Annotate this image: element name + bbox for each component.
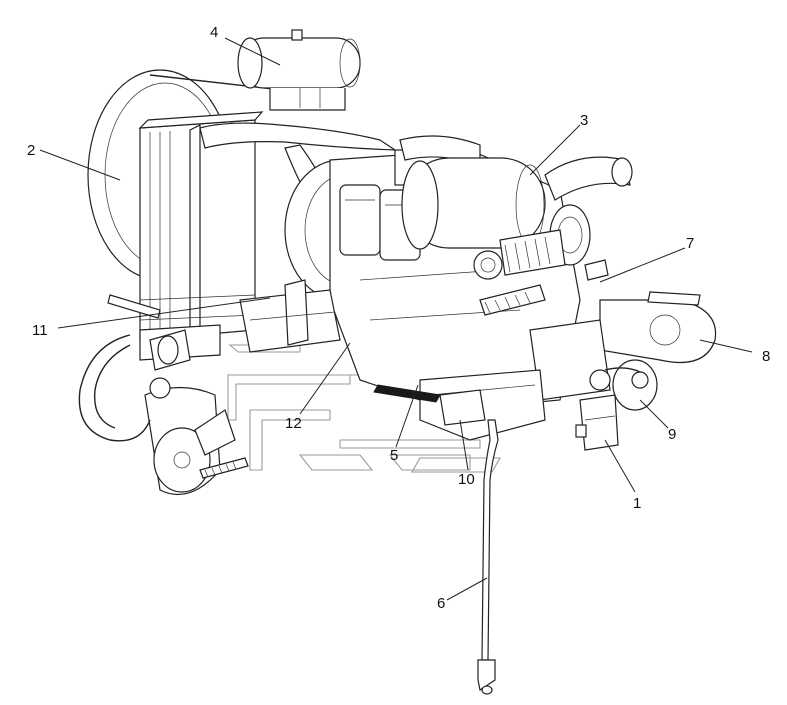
belt-tensioner [589,359,658,411]
turbo-assembly [473,204,609,316]
callout-11: 11 [32,322,48,339]
air-tank [237,29,361,111]
callout-5: 5 [390,447,398,464]
callout-8: 8 [762,348,770,365]
radiator [138,111,264,361]
callout-10: 10 [458,471,475,488]
leader-lines [39,37,753,601]
callout-12: 12 [285,415,302,432]
dipstick [373,384,441,403]
callout-4: 4 [210,24,218,41]
left-belt [78,334,151,442]
upper-hose [199,122,398,201]
callout-9: 9 [668,426,676,443]
callout-6: 6 [437,595,445,612]
callout-labels: 4 2 3 7 11 8 9 12 5 10 1 6 [27,24,770,612]
watermark [227,344,501,473]
air-filter [401,156,633,250]
callout-3: 3 [580,112,588,129]
left-pulley-assembly [144,329,249,496]
engine-base [419,369,546,441]
callout-2: 2 [27,142,35,159]
drain-tube [477,419,499,695]
callout-7: 7 [686,235,694,252]
callout-1: 1 [633,495,641,512]
mount-bracket [575,394,619,451]
side-bracket [107,279,341,353]
